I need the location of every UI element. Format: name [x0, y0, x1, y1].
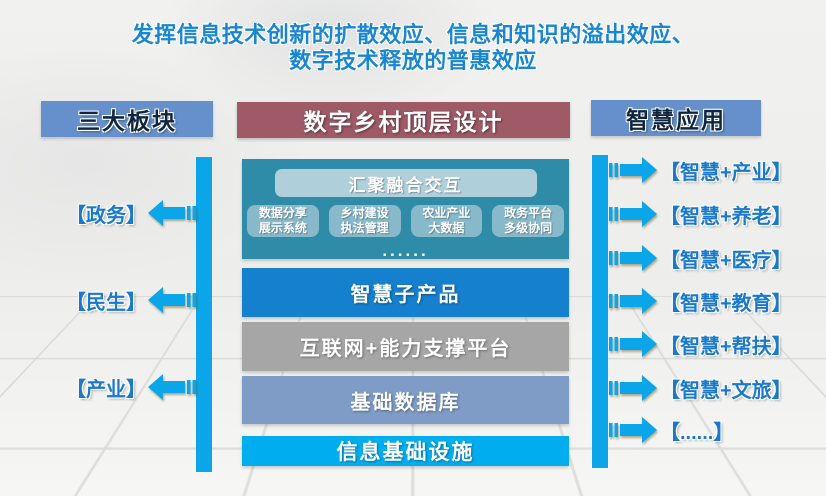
right-connector-bar: [592, 155, 608, 468]
right-item-label: 【智慧+医疗】: [660, 249, 792, 272]
right-item-row: 【智慧+产业】: [609, 153, 792, 187]
left-arrow-icon: [148, 287, 196, 313]
right-item-label: 【智慧+文旅】: [660, 379, 792, 402]
right-item-label: 【智慧+帮扶】: [660, 335, 792, 358]
right-arrow-icon: [609, 288, 657, 314]
layer-smart-subproducts: 智慧子产品: [242, 268, 569, 317]
module-box: 数据分享 展示系统: [247, 205, 319, 237]
center-column-header: 数字乡村顶层设计: [237, 102, 570, 138]
right-item-row: 【智慧+医疗】: [609, 241, 792, 275]
module-box: 农业产业 大数据: [410, 205, 483, 237]
module-line: 多级协同: [504, 221, 553, 235]
right-item-label: 【智慧+教育】: [660, 292, 792, 315]
left-item-row: 【产业】: [66, 370, 196, 404]
right-arrow-icon: [609, 375, 657, 401]
module-line: 乡村建设: [340, 205, 389, 220]
left-connector-bar: [196, 157, 212, 472]
right-arrow-icon: [609, 157, 657, 183]
right-item-row: 【智慧+文旅】: [609, 371, 792, 405]
right-item-label: 【......】: [660, 421, 734, 444]
left-column-header: 三大板块: [41, 101, 213, 137]
right-item-label: 【智慧+产业】: [660, 161, 792, 184]
aggregation-layer: 汇聚融合交互 数据分享 展示系统 乡村建设 执法管理 农业产业 大数据 政务平台…: [242, 159, 569, 259]
right-column-header: 智慧应用: [591, 100, 761, 136]
right-item-row: 【智慧+养老】: [609, 197, 792, 231]
module-line: 数据分享: [258, 205, 307, 220]
right-arrow-icon: [609, 245, 657, 271]
left-arrow-icon: [148, 200, 196, 226]
right-item-row: 【智慧+教育】: [609, 284, 792, 318]
slide-title: 发挥信息技术创新的扩散效应、信息和知识的溢出效应、 数字技术释放的普惠效应: [0, 22, 826, 74]
left-arrow-icon: [148, 374, 196, 400]
module-row: 数据分享 展示系统 乡村建设 执法管理 农业产业 大数据 政务平台 多级协同: [242, 205, 569, 237]
module-box: 政务平台 多级协同: [492, 205, 564, 237]
module-box: 乡村建设 执法管理: [328, 205, 401, 237]
layer-information-infrastructure: 信息基础设施: [242, 436, 569, 466]
module-line: 政务平台: [504, 205, 553, 220]
module-line: 大数据: [428, 221, 465, 235]
left-item-label: 【政务】: [66, 204, 146, 227]
aggregation-layer-title: 汇聚融合交互: [274, 169, 537, 197]
right-item-label: 【智慧+养老】: [660, 205, 792, 228]
ellipsis-dots: ......: [382, 241, 429, 260]
module-line: 展示系统: [258, 221, 307, 235]
right-arrow-icon: [609, 417, 657, 443]
layer-internet-capability-platform: 互联网+能力支撑平台: [242, 322, 569, 371]
left-item-row: 【民生】: [66, 283, 196, 317]
layer-basic-database: 基础数据库: [242, 376, 569, 424]
right-item-row: 【......】: [609, 413, 733, 447]
title-line-2: 数字技术释放的普惠效应: [289, 47, 537, 73]
module-line: 农业产业: [422, 205, 471, 220]
module-line: 执法管理: [340, 221, 389, 235]
left-item-label: 【民生】: [66, 291, 146, 314]
left-item-row: 【政务】: [66, 196, 196, 230]
right-item-row: 【智慧+帮扶】: [609, 327, 792, 361]
right-arrow-icon: [609, 201, 657, 227]
right-arrow-icon: [609, 331, 657, 357]
title-line-1: 发挥信息技术创新的扩散效应、信息和知识的溢出效应、: [131, 22, 695, 47]
left-item-label: 【产业】: [66, 378, 146, 401]
